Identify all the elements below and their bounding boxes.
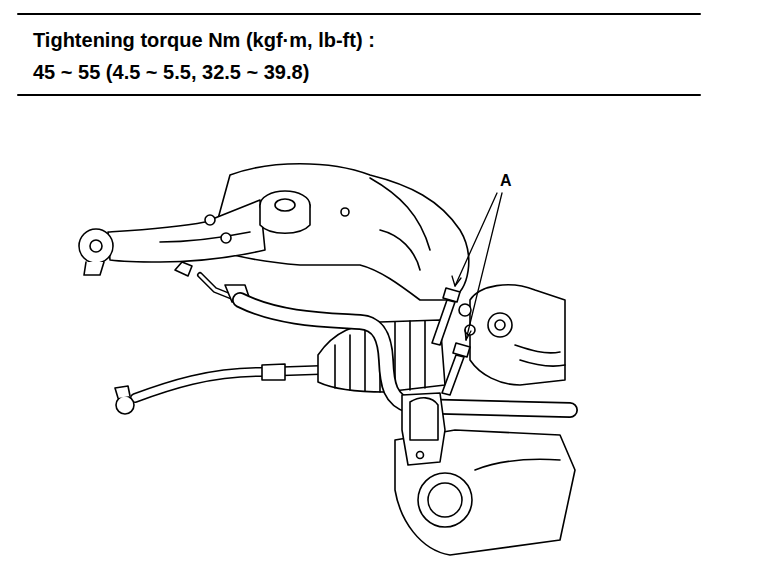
stabilizer-bushing <box>410 398 438 440</box>
arm-bushing <box>260 205 310 233</box>
stabilizer-bar <box>240 300 570 410</box>
stabilizer-bracket <box>402 393 445 465</box>
stabilizer-bar <box>240 300 570 410</box>
torque-value: 45 ~ 55 (4.5 ~ 5.5, 32.5 ~ 39.8) <box>33 60 309 84</box>
subframe-bushing <box>418 473 472 527</box>
tie-rod <box>135 370 320 398</box>
stabilizer-link <box>175 262 192 276</box>
housing-edge <box>520 360 565 366</box>
bracket-bolt <box>417 452 424 459</box>
subframe-bushing <box>428 483 462 517</box>
tie-rod <box>135 370 320 398</box>
callout-letter: A <box>500 172 512 190</box>
steering-gear-housing <box>470 285 565 385</box>
subframe-edge <box>380 230 420 270</box>
ball-joint <box>90 240 102 252</box>
bolt <box>341 208 349 216</box>
arm-bushing <box>275 199 295 211</box>
leader-arrow <box>452 276 461 286</box>
leader-arrow <box>465 330 471 340</box>
header-rule <box>18 94 700 96</box>
bolt <box>221 233 231 243</box>
bolt <box>205 215 215 225</box>
housing-edge <box>515 345 560 353</box>
pinion <box>495 320 505 330</box>
tie-rod-end <box>116 396 134 414</box>
pinion <box>488 313 512 337</box>
ball-joint-stud <box>84 262 104 275</box>
tie-rod-nut <box>262 364 285 380</box>
header-rule <box>18 13 700 15</box>
tie-rod-stud <box>115 386 130 398</box>
ball-joint <box>79 229 113 263</box>
leader-line <box>466 193 502 340</box>
lower-arm-rib <box>160 232 250 242</box>
mounting-bolt <box>432 288 475 395</box>
torque-heading: Tightening torque Nm (kgf·m, lb-ft) : <box>33 28 375 52</box>
lower-arm <box>108 200 265 262</box>
subframe-edge <box>475 459 560 470</box>
